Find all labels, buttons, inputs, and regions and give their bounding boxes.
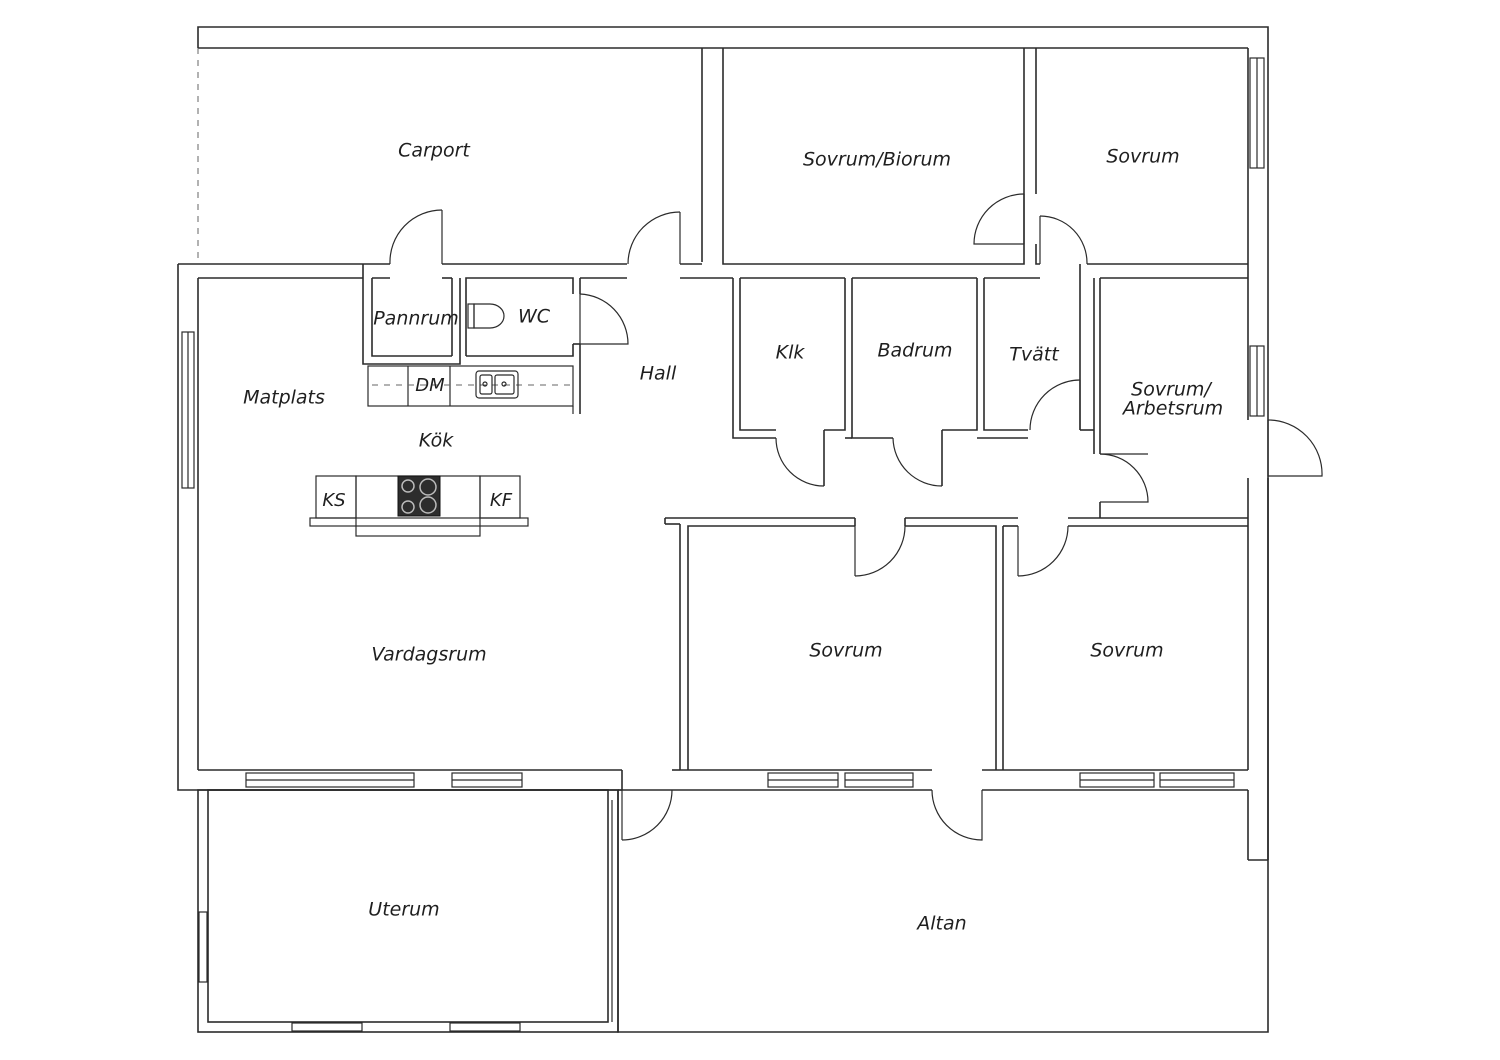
label-ks: KS [322, 490, 345, 511]
fixture-labels: DM KS KF [322, 375, 512, 511]
label-sovrum-biorum: Sovrum/Biorum [803, 149, 951, 171]
altan-outline [617, 790, 1269, 1033]
label-pannrum: Pannrum [373, 308, 459, 330]
service-walls [362, 264, 627, 414]
label-matplats: Matplats [243, 387, 325, 409]
label-hall: Hall [640, 363, 677, 385]
label-sovrum-arbetsrum-line2: Arbetsrum [1121, 398, 1223, 420]
label-dm: DM [415, 375, 445, 396]
label-sovrum-se: Sovrum [1090, 640, 1163, 662]
cooktop-icon [397, 475, 441, 517]
south-bedroom-walls [664, 517, 1248, 770]
label-kf: KF [490, 490, 513, 511]
label-carport: Carport [398, 140, 471, 162]
bath-block-walls [732, 264, 1248, 519]
label-uterum: Uterum [368, 899, 439, 921]
label-klk: Klk [776, 342, 806, 364]
label-altan: Altan [915, 913, 966, 935]
label-badrum: Badrum [877, 340, 952, 362]
windows [181, 57, 1265, 1032]
label-kok: Kök [419, 430, 454, 452]
room-labels: Carport Sovrum/Biorum Sovrum Pannrum WC … [243, 140, 1223, 935]
label-sovrum-arbetsrum-line1: Sovrum/ [1131, 379, 1213, 401]
label-wc: WC [518, 306, 551, 328]
label-sovrum-mid: Sovrum [809, 640, 882, 662]
kitchen-island [309, 475, 529, 537]
label-tvatt: Tvätt [1009, 344, 1060, 366]
label-vardagsrum: Vardagsrum [371, 644, 486, 666]
label-sovrum-ne: Sovrum [1106, 146, 1179, 168]
doors [389, 193, 1323, 841]
